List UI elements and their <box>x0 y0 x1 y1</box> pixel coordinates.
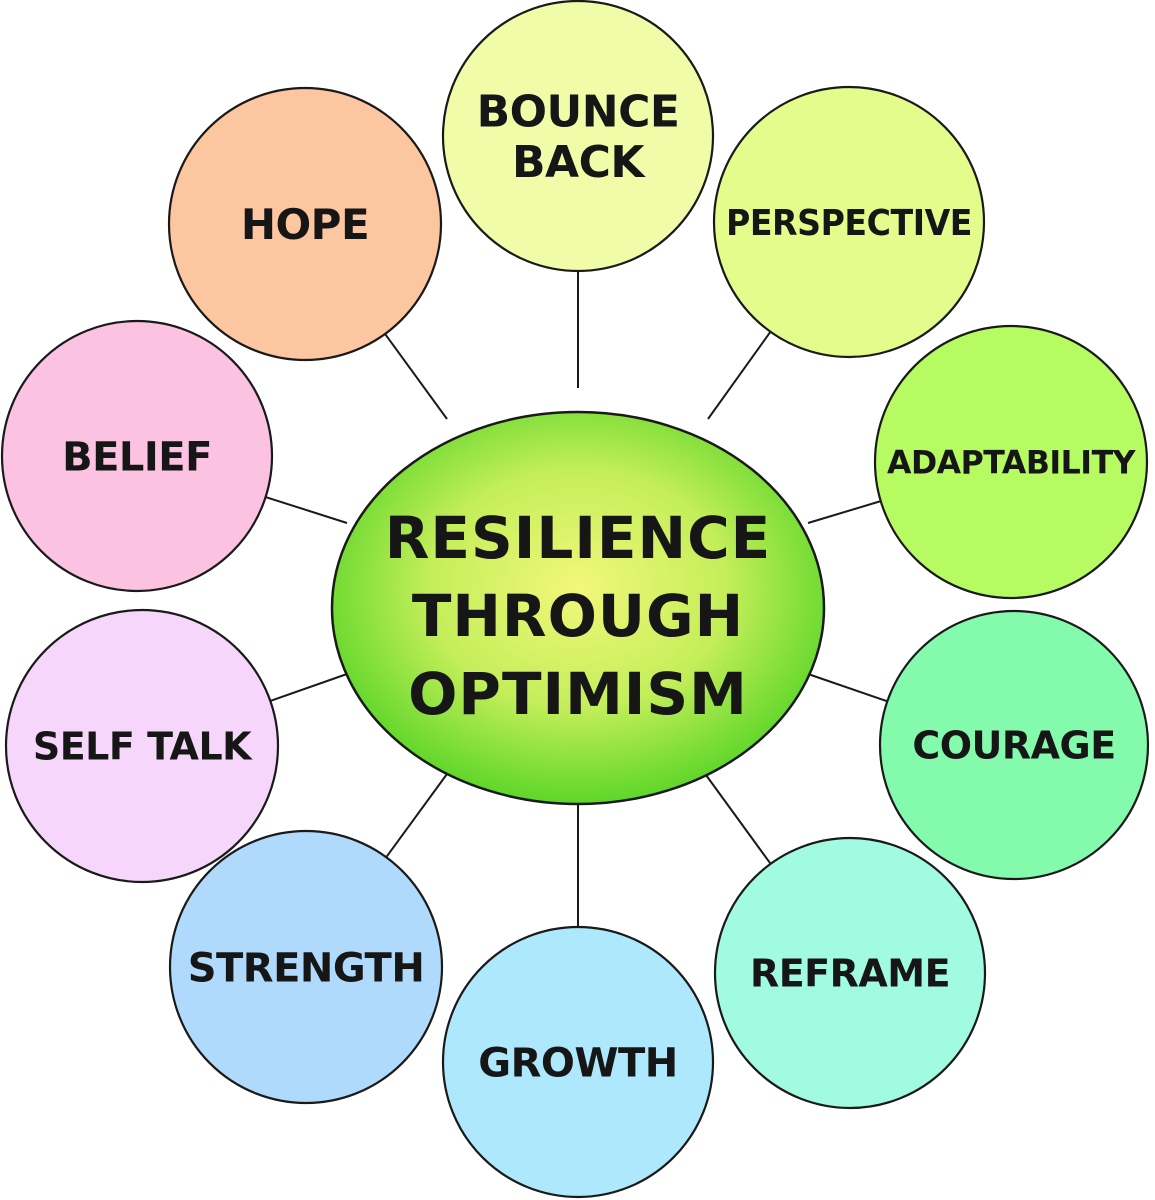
node-circle-reframe <box>713 836 987 1110</box>
connector-hope <box>384 333 448 420</box>
node-belief: BELIEF <box>0 319 274 593</box>
node-reframe: REFRAME <box>713 836 987 1110</box>
connector-belief <box>265 496 348 524</box>
node-circle-adaptability <box>873 324 1149 600</box>
connector-self-talk <box>269 673 348 702</box>
node-strength: STRENGTH <box>168 829 444 1105</box>
node-hope: HOPE <box>167 86 443 362</box>
connector-strength <box>385 773 448 858</box>
node-label-adaptability: ADAPTABILITY <box>887 444 1136 482</box>
central-topic-line-3: OPTIMISM <box>408 660 748 728</box>
connector-perspective <box>707 331 772 420</box>
node-perspective: PERSPECTIVE <box>712 85 986 359</box>
node-circle-perspective <box>712 85 986 359</box>
node-circle-strength <box>168 829 444 1105</box>
node-circle-courage <box>878 609 1150 881</box>
node-label-self-talk: SELF TALK <box>33 725 253 769</box>
node-label-strength: STRENGTH <box>188 945 425 991</box>
node-circle-self-talk <box>4 608 280 884</box>
connector-courage <box>807 673 888 703</box>
node-adaptability: ADAPTABILITY <box>873 324 1149 600</box>
connector-lines <box>265 271 888 927</box>
node-label-bounce-back-2: BACK <box>512 137 646 188</box>
node-label-courage: COURAGE <box>912 724 1115 768</box>
node-courage: COURAGE <box>878 609 1150 881</box>
central-topic-ellipse <box>330 410 826 806</box>
node-circle-belief <box>0 319 274 593</box>
node-label-hope: HOPE <box>241 200 369 249</box>
central-topic-line-2: THROUGH <box>412 582 744 650</box>
connector-reframe <box>705 774 772 865</box>
node-circle-growth <box>441 925 715 1199</box>
central-topic-line-1: RESILIENCE <box>385 504 772 572</box>
node-label-growth: GROWTH <box>478 1040 678 1086</box>
node-label-perspective: PERSPECTIVE <box>726 203 972 244</box>
node-growth: GROWTH <box>441 925 715 1199</box>
node-label-bounce-back-1: BOUNCE <box>477 87 680 138</box>
node-self-talk: SELF TALK <box>4 608 280 884</box>
node-circle-hope <box>167 86 443 362</box>
connector-adaptability <box>807 500 882 524</box>
node-label-reframe: REFRAME <box>750 952 950 996</box>
node-label-belief: BELIEF <box>62 434 212 480</box>
central-topic-node: RESILIENCE THROUGH OPTIMISM <box>330 410 826 806</box>
node-circle-bounce-back <box>441 0 715 273</box>
